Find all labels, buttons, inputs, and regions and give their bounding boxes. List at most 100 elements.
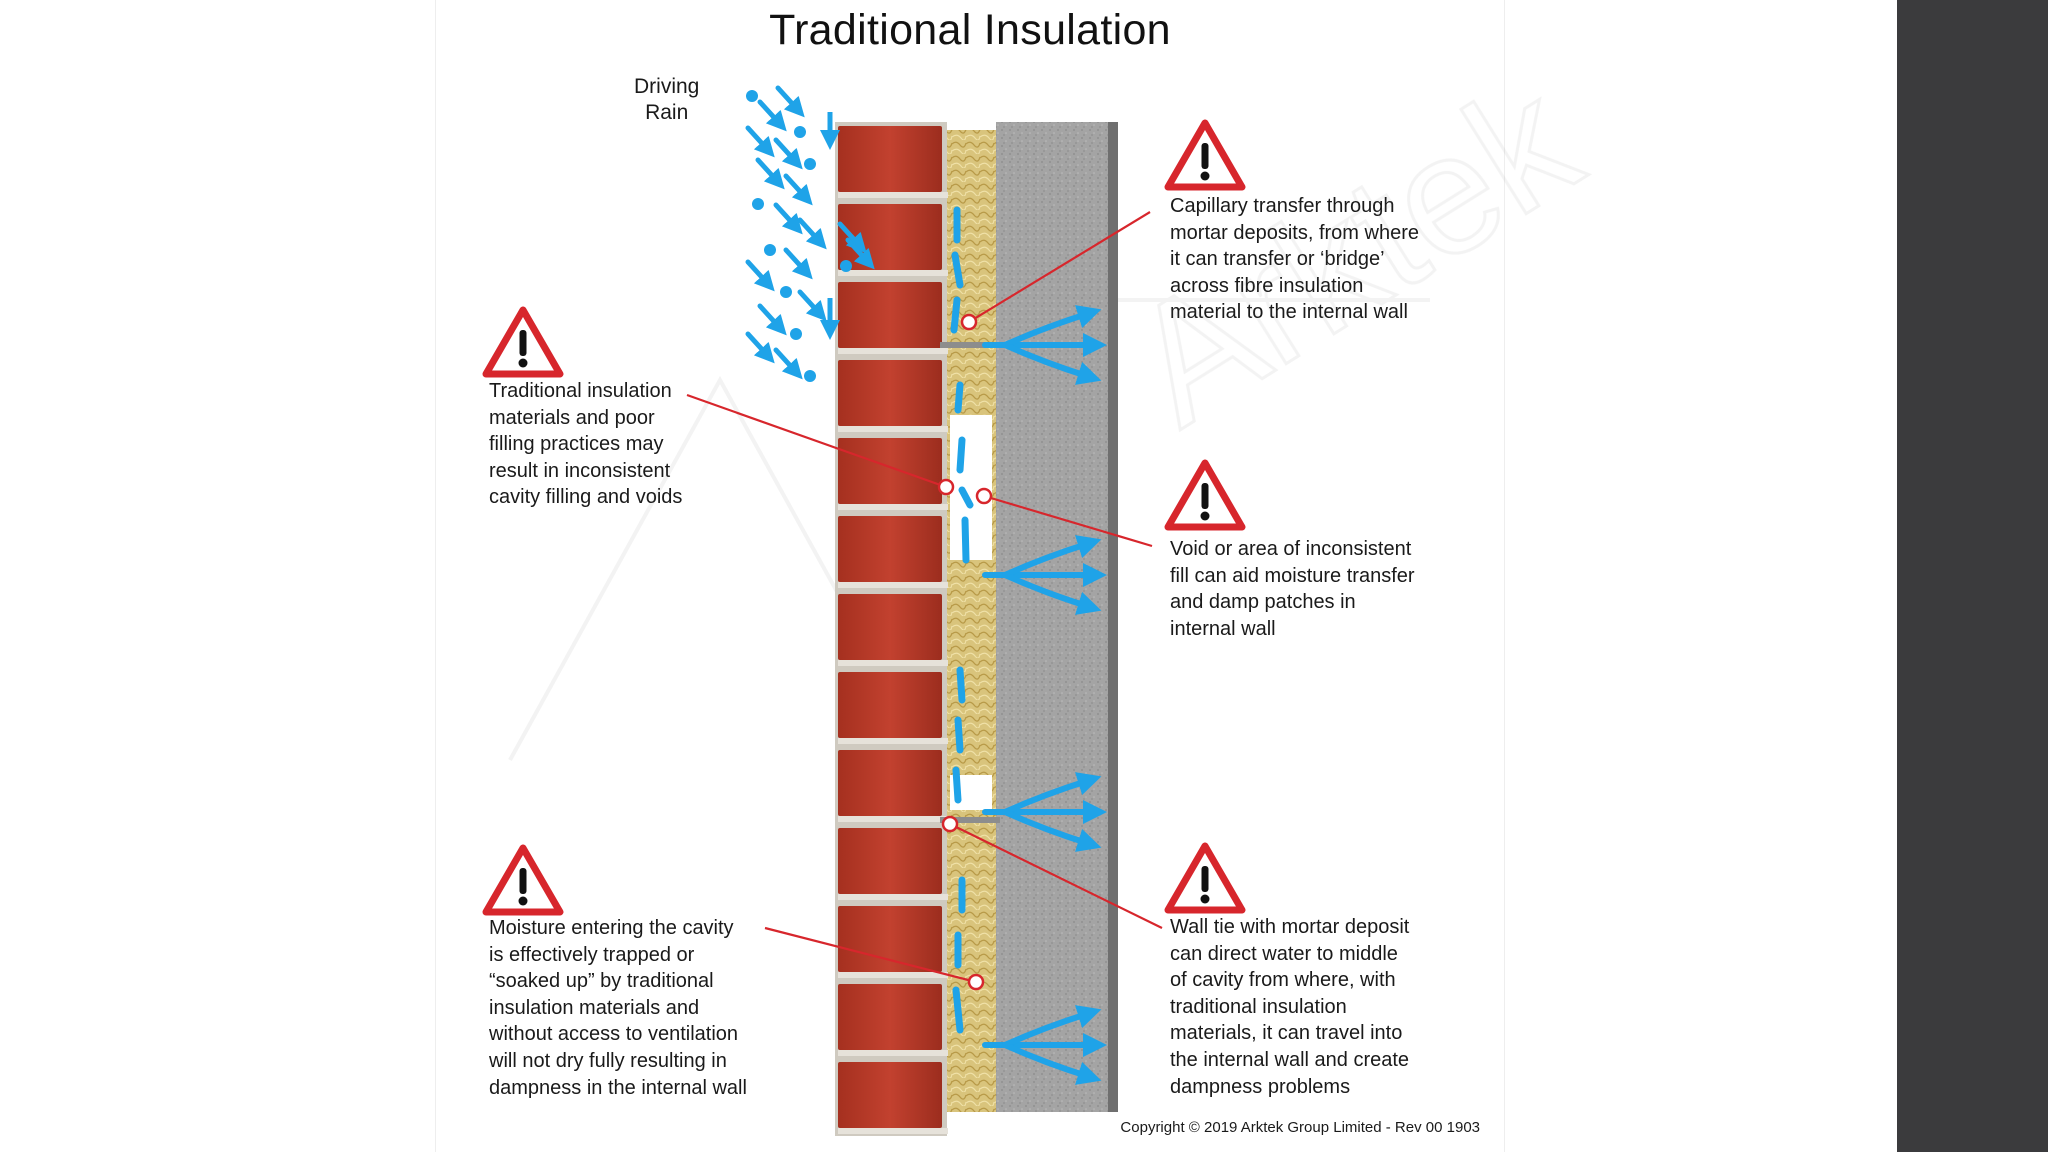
brick: [838, 126, 942, 192]
callout-void-inconsistent-fill: Void or area of inconsistent fill can ai…: [1170, 536, 1415, 642]
mortar-joint: [838, 426, 948, 432]
raindrop: [840, 260, 852, 272]
brick: [838, 594, 942, 660]
brick: [838, 516, 942, 582]
mortar-joint: [838, 1128, 948, 1134]
mortar-joint: [838, 738, 948, 744]
mortar-joint: [838, 504, 948, 510]
callout-line: is effectively trapped or: [489, 943, 695, 966]
penetration-arrow: [982, 772, 1107, 852]
callout-line: will not dry fully resulting in: [489, 1049, 727, 1072]
rain-arrow: [837, 221, 867, 254]
water-flow: [954, 206, 980, 1030]
cavity-insulation: [946, 130, 996, 1112]
brick: [838, 438, 942, 504]
callout-line: Traditional insulation: [489, 380, 672, 402]
callout-line: filling practices may: [489, 433, 664, 456]
callout-line: traditional insulation: [1170, 995, 1347, 1018]
callout-line: and damp patches in: [1170, 591, 1356, 614]
wall-tie: [940, 342, 1000, 348]
rain-arrow: [783, 173, 813, 206]
callout-line: Capillary transfer through: [1170, 195, 1395, 217]
callout-line: material to the internal wall: [1170, 301, 1408, 324]
mortar-joint: [838, 192, 948, 198]
wall-tie: [940, 817, 1000, 823]
leader-endpoints: [937, 313, 993, 991]
mortar-joint: [838, 270, 948, 276]
callout-capillary-transfer: Capillary transfer through mortar deposi…: [1170, 193, 1419, 326]
brick: [838, 282, 942, 348]
callout-line: the internal wall and create: [1170, 1048, 1410, 1071]
callout-line: Wall tie with mortar deposit: [1170, 916, 1410, 938]
callout-wall-tie: Wall tie with mortar deposit can direct …: [1170, 914, 1409, 1100]
driving-rain-label: Driving Rain: [634, 74, 699, 126]
rain-arrow: [757, 99, 787, 132]
mortar-joint: [838, 348, 948, 354]
mortar-joint: [838, 894, 948, 900]
warning-triangle-icon: [1164, 119, 1246, 191]
insulation-void: [950, 415, 992, 560]
raindrop: [780, 286, 792, 298]
moisture-penetration-arrows: [982, 305, 1107, 1085]
callout-line: result in inconsistent: [489, 459, 671, 482]
callout-line: internal wall: [1170, 617, 1276, 640]
copyright-notice: Copyright © 2019 Arktek Group Limited - …: [1120, 1119, 1480, 1136]
mortar-joint: [838, 582, 948, 588]
penetration-arrow: [982, 1005, 1107, 1085]
inner-block-wall: [996, 122, 1118, 1112]
brick: [838, 750, 942, 816]
rain-arrow: [755, 157, 785, 190]
rain-arrow: [775, 85, 805, 118]
diagram-title: Traditional Insulation: [769, 6, 1171, 54]
warning-triangle-icon: [1164, 842, 1246, 914]
callout-line: materials and poor: [489, 406, 655, 429]
brick: [838, 906, 942, 972]
rain-arrow: [783, 247, 813, 280]
leader-endpoint: [975, 487, 993, 505]
rain-label-line1: Driving: [634, 75, 700, 98]
leader-endpoint: [967, 973, 985, 991]
raindrop: [764, 244, 776, 256]
rain-arrow: [745, 125, 775, 158]
watermark-text: Arktek: [1099, 44, 1609, 461]
raindrop: [804, 158, 816, 170]
rain-arrow: [797, 217, 827, 250]
outer-brick-leaf: [835, 122, 1000, 1136]
callout-line: fill can aid moisture transfer: [1170, 564, 1415, 587]
callout-line: it can transfer or ‘bridge’: [1170, 248, 1385, 271]
callout-line: “soaked up” by traditional: [489, 970, 714, 993]
mortar-joint: [838, 1050, 948, 1056]
rain-arrow: [745, 331, 775, 364]
callout-traditional-insulation: Traditional insulation materials and poo…: [489, 378, 682, 511]
callout-line: insulation materials and: [489, 996, 700, 1019]
leader-lines: [686, 211, 1163, 984]
callout-line: of cavity from where, with: [1170, 969, 1396, 992]
leader-endpoint: [960, 313, 978, 331]
rain-arrow: [773, 137, 803, 170]
raindrop: [790, 328, 802, 340]
callout-line: Moisture entering the cavity: [489, 917, 734, 939]
callout-line: materials, it can travel into: [1170, 1022, 1403, 1045]
mortar-joint: [838, 816, 948, 822]
rain-arrow: [845, 237, 875, 270]
raindrop: [752, 198, 764, 210]
warning-triangle-icon: [482, 844, 564, 916]
leader-endpoint: [941, 815, 959, 833]
warning-icons: [482, 119, 1246, 916]
raindrop: [804, 370, 816, 382]
callout-line: across fibre insulation: [1170, 274, 1364, 297]
callout-line: can direct water to middle: [1170, 942, 1398, 965]
brick: [838, 1062, 942, 1128]
rain-arrow: [773, 202, 803, 235]
warning-triangle-icon: [1164, 459, 1246, 531]
right-dark-band: [1897, 0, 2048, 1152]
rain-label-line2: Rain: [645, 101, 689, 124]
callout-moisture-trapped: Moisture entering the cavity is effectiv…: [489, 915, 747, 1101]
brick: [838, 360, 942, 426]
mortar-joint: [838, 660, 948, 666]
penetration-arrow: [982, 535, 1107, 615]
rain-arrow: [745, 259, 775, 292]
brick: [838, 828, 942, 894]
leader-endpoint: [937, 478, 955, 496]
